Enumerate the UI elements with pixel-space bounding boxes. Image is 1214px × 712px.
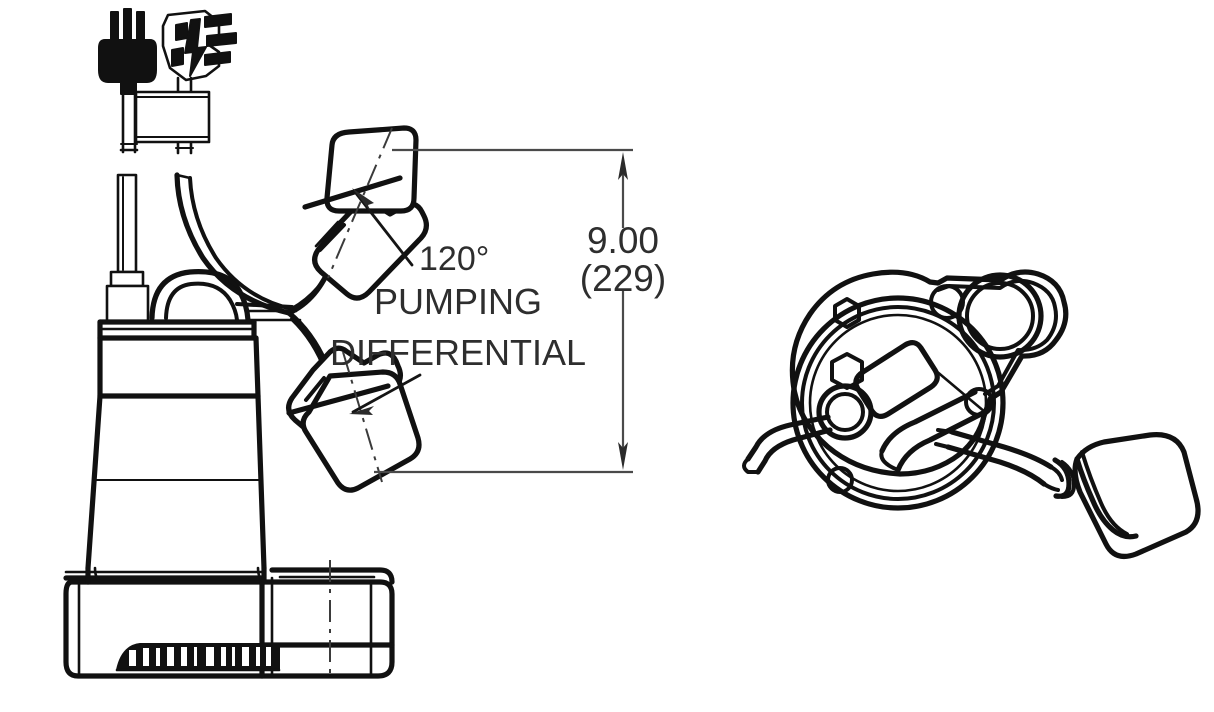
hex-bolt-lower	[833, 297, 861, 329]
hex-bolt-bottom	[826, 466, 854, 494]
leader-arrowhead-upper	[352, 188, 374, 211]
note-line-1: PUMPING	[374, 281, 542, 322]
angle-label: 120°	[419, 240, 489, 278]
float-body	[1072, 432, 1201, 559]
tapered-pump-body	[85, 393, 267, 571]
power-cord-outlet	[742, 383, 874, 475]
side-elevation-view	[63, 8, 429, 679]
upper-float-switch	[302, 125, 429, 301]
dimension-value-inches: 9.00	[587, 220, 659, 261]
pumping-differential-dimension: 9.00 (229)	[374, 148, 666, 474]
pumping-differential-note: 120° PUMPING DIFFERENTIAL	[330, 188, 586, 415]
hex-bolt-left	[830, 352, 864, 390]
note-line-2: DIFFERENTIAL	[330, 332, 586, 373]
motor-housing	[97, 319, 261, 399]
arrowhead-bottom	[618, 442, 628, 470]
cord-clamp-bracket	[134, 90, 211, 144]
intake-screen-slots	[115, 643, 281, 672]
cord-strain-relief	[105, 173, 150, 324]
leader-line-upper-float	[353, 190, 414, 267]
dimension-value-mm: (229)	[580, 258, 666, 299]
piggyback-plug	[161, 9, 237, 155]
motor-cover-circle	[790, 295, 1006, 511]
top-plan-view	[742, 269, 1201, 559]
leader-line-lower-float	[351, 373, 422, 414]
arrowhead-top	[618, 152, 628, 180]
lower-float-switch	[286, 345, 422, 493]
screw-hole-top	[929, 284, 965, 320]
float-arm	[934, 428, 1076, 499]
handle-bar	[853, 340, 988, 473]
leader-arrowhead-lower	[349, 406, 374, 415]
